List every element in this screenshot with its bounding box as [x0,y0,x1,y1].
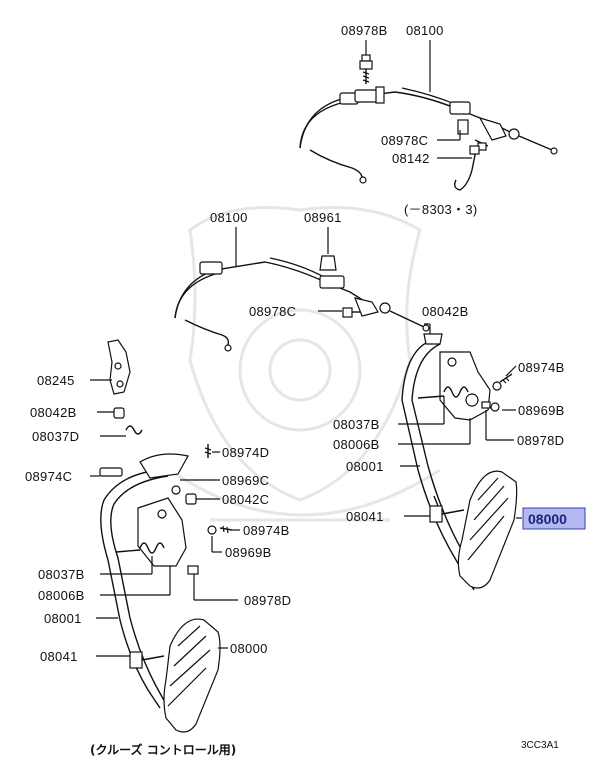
label-08037B-left: 08037B [38,567,85,582]
top-cable-assembly [299,54,558,191]
label-08042B-right: 08042B [422,304,469,319]
middle-cable-assembly [174,255,430,352]
label-08142: 08142 [392,151,430,166]
label-08100-top: 08100 [406,23,444,38]
label-note-top: (－8303・3) [404,202,478,217]
label-08037B-right: 08037B [333,417,380,432]
label-08969B-right: 08969B [518,403,565,418]
watermark-emblem [169,206,441,522]
leaders-left [90,379,240,657]
label-08001-left: 08001 [44,611,82,626]
label-08978C-top: 08978C [381,133,428,148]
label-08974B-right: 08974B [518,360,565,375]
label-08037D: 08037D [32,429,79,444]
label-08978D-left: 08978D [244,593,291,608]
label-08974D: 08974D [222,445,269,460]
leaders-middle [235,227,342,312]
right-pedal-assembly [401,333,518,591]
label-08100-mid: 08100 [210,210,248,225]
highlight-box-08000[interactable] [522,507,586,530]
label-08000-right-highlighted[interactable]: 08000 [528,511,567,527]
label-08978D-right: 08978D [517,433,564,448]
label-08961: 08961 [304,210,342,225]
label-08969C: 08969C [222,473,269,488]
leaders-top [365,40,472,159]
label-08042B-left: 08042B [30,405,77,420]
label-08006B-left: 08006B [38,588,85,603]
label-08245: 08245 [37,373,75,388]
caption-cruise-control: (クルーズ コントロール用) [90,742,236,757]
label-08974C: 08974C [25,469,72,484]
label-08006B-right: 08006B [333,437,380,452]
label-08042C: 08042C [222,492,269,507]
part-labels: 08978B 08100 08978C 08142 (－8303・3) 0810… [25,23,586,757]
label-08041-left: 08041 [40,649,78,664]
label-08000-left: 08000 [230,641,268,656]
label-08001-right: 08001 [346,459,384,474]
left-pedal-assembly [99,339,233,733]
label-08978C-mid: 08978C [249,304,296,319]
leaders-right [398,323,522,519]
bolt-08978B-top [359,54,373,84]
label-08974B-left: 08974B [243,523,290,538]
drawing-code: 3CC3A1 [521,740,559,751]
label-08978B-top: 08978B [341,23,388,38]
label-08969B-left: 08969B [225,545,272,560]
label-08041-right: 08041 [346,509,384,524]
